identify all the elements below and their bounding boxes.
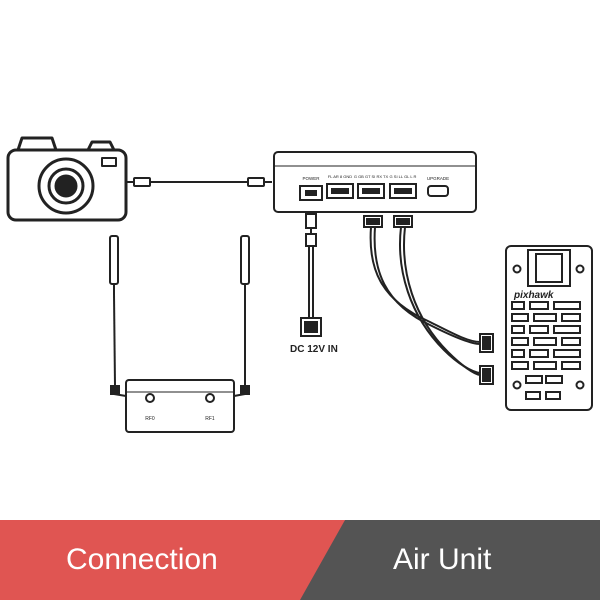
port-power	[299, 185, 323, 201]
fc-cables	[363, 215, 494, 385]
ground-label-left: RF0	[145, 416, 155, 422]
port-3	[389, 183, 417, 199]
footer-left-band	[0, 520, 345, 600]
ground-label-right: RF1	[205, 416, 215, 422]
antenna-right	[240, 235, 250, 395]
footer-banner: Connection Air Unit	[0, 520, 600, 600]
port-1	[326, 183, 354, 199]
footer-air-unit-text: Air Unit	[393, 543, 492, 576]
power-cable	[300, 213, 322, 337]
ground-module: RF0 RF1	[113, 379, 246, 433]
port-label-1: FL AR 8 GND	[328, 174, 352, 179]
camera-icon	[6, 136, 128, 222]
pixhawk-board	[505, 245, 593, 411]
port-label-2: G GB GT SI RX TX	[354, 174, 389, 179]
antenna-left	[109, 235, 120, 395]
port-2	[357, 183, 385, 199]
pixhawk-logo: pixhawk	[513, 290, 554, 301]
air-unit-hub: POWER FL AR 8 GND G GB GT SI RX TX G SI …	[273, 151, 477, 213]
footer-connection-text: Connection	[66, 543, 218, 576]
port-label-power: POWER	[302, 176, 320, 181]
footer-right-band	[300, 520, 600, 600]
port-label-3: G SI LL GL L R	[390, 174, 417, 179]
port-label-upgrade: UPGRADE	[427, 176, 449, 181]
power-label: DC 12V IN	[290, 344, 338, 355]
port-upgrade	[427, 185, 449, 197]
camera-cable	[126, 177, 272, 187]
